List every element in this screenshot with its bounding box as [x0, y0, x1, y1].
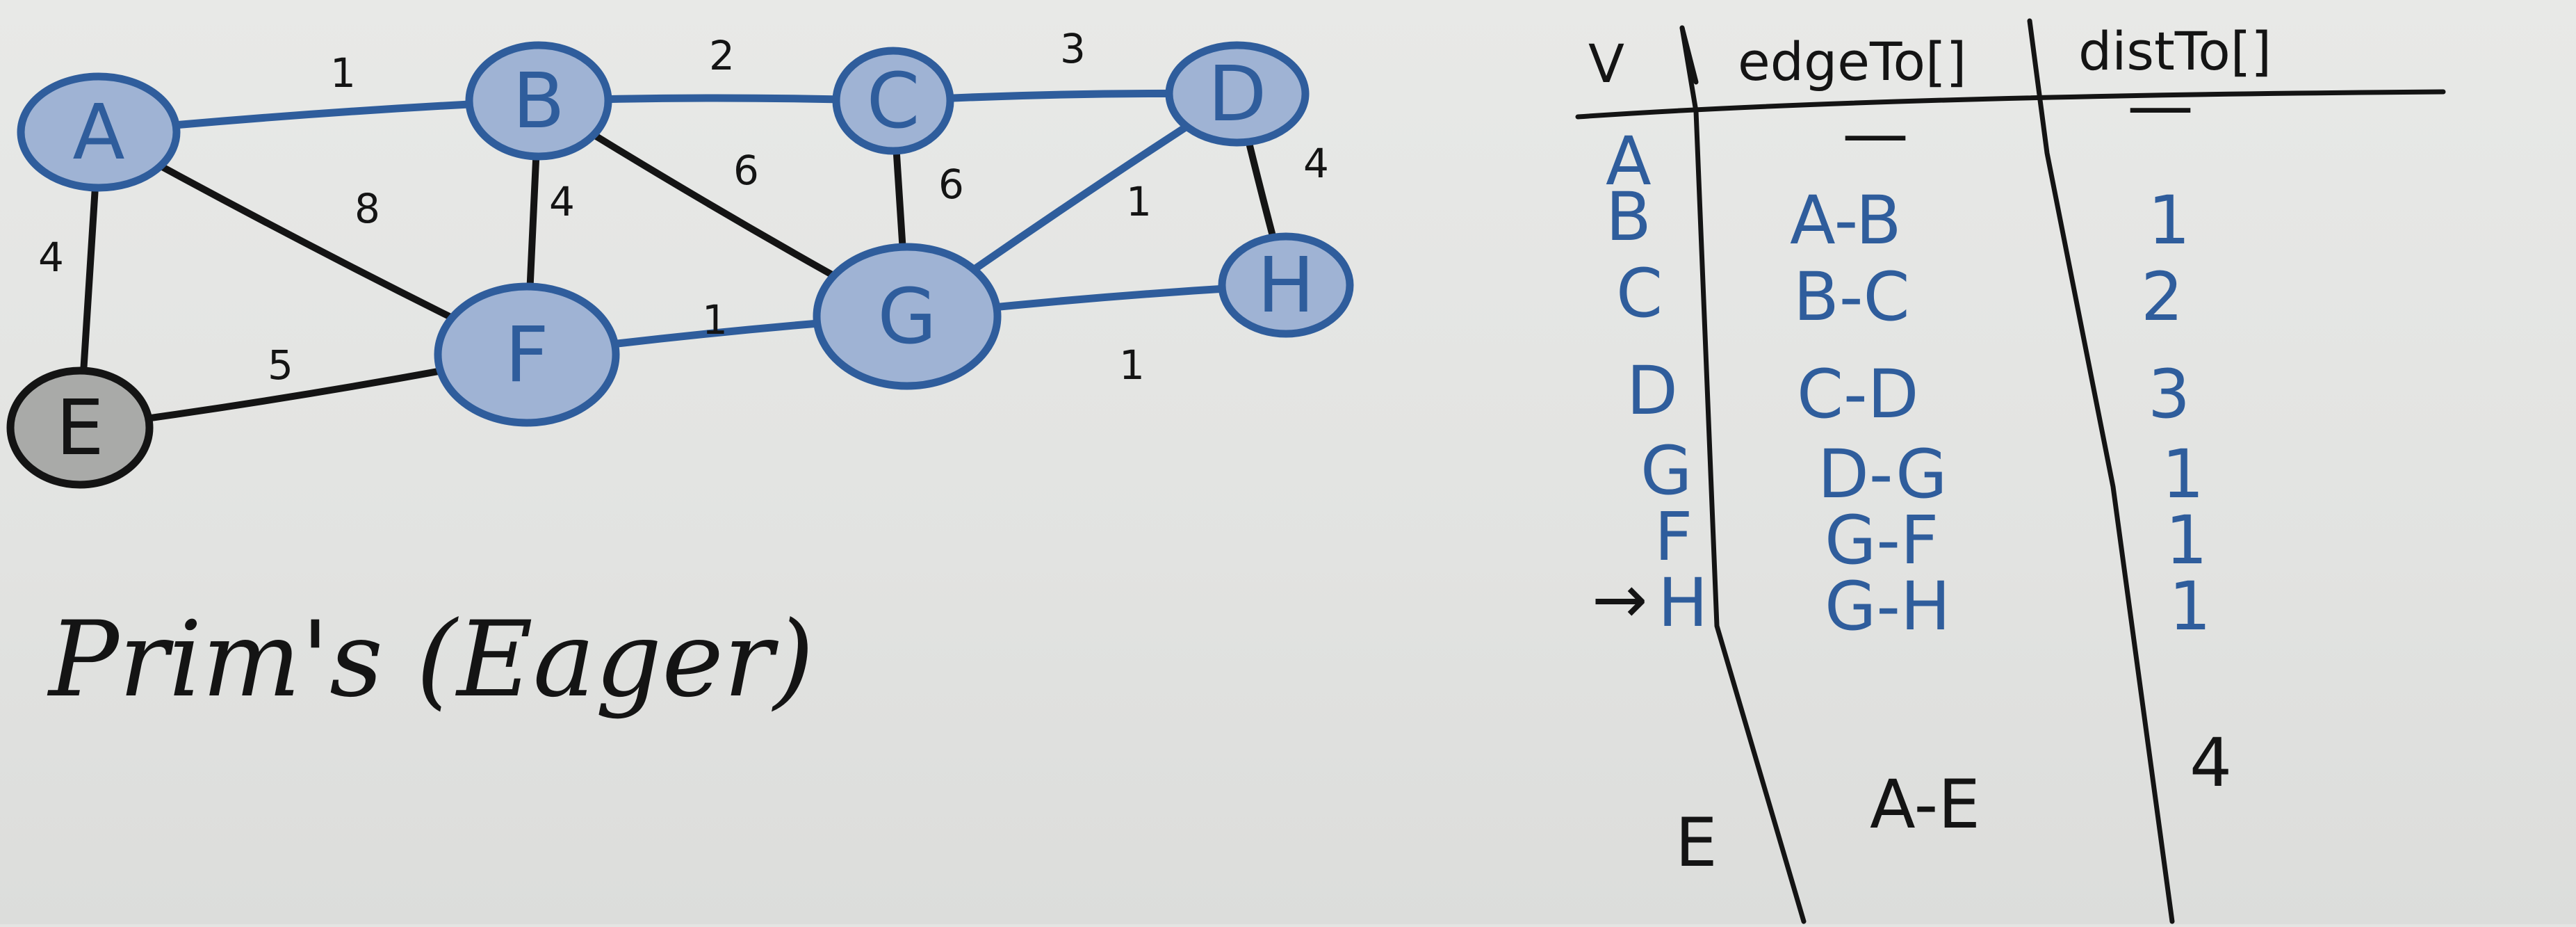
row-dist-to: 1: [2162, 435, 2204, 513]
node-circle: [813, 243, 1002, 390]
nodes-layer: A B C D E F G H: [6, 41, 1354, 489]
node-circle: [1218, 232, 1354, 338]
pending-row-v: E: [1675, 804, 1718, 882]
edge-weight-a-b: 1: [330, 49, 356, 97]
row-dist-to: 3: [2148, 355, 2190, 433]
edge-weight-c-g: 6: [938, 161, 964, 208]
edge-weight-f-g: 1: [702, 296, 728, 344]
row-v: H: [1658, 564, 1708, 642]
node-f: F: [434, 282, 620, 427]
node-circle: [434, 282, 620, 427]
table-row: G D-G 1: [1640, 432, 2204, 513]
row-v: A: [1606, 122, 1652, 200]
node-circle: [832, 47, 954, 155]
node-c: C: [832, 47, 954, 155]
node-a: A: [17, 72, 181, 192]
row-v: G: [1640, 432, 1692, 510]
pending-row-edge-to: A-E: [1870, 766, 1980, 844]
table-row: A — —: [1606, 67, 2194, 200]
table-row: C B-C 2: [1616, 255, 2183, 336]
node-circle: [465, 41, 612, 161]
header-edge-to: edgeTo[]: [1738, 31, 1966, 92]
table-header-rule: [1575, 89, 2446, 120]
node-label: A: [72, 88, 124, 177]
node-label: B: [512, 56, 564, 145]
table-header-tick: [1679, 25, 1699, 85]
edges-layer: [76, 89, 1290, 431]
pending-row-dist-to: 4: [2190, 724, 2232, 802]
table-row: →H G-H 1: [1592, 561, 2211, 645]
node-label: H: [1257, 241, 1315, 330]
table-divider-v-dist: [2027, 18, 2175, 924]
node-label: D: [1208, 49, 1267, 138]
node-d: D: [1165, 41, 1310, 147]
node-g: G: [813, 243, 1002, 390]
node-circle: [17, 72, 181, 192]
edge-weight-a-e: 4: [38, 234, 64, 281]
table-divider-v-edge: [1679, 25, 1807, 924]
table-row: F G-F 1: [1654, 498, 2208, 579]
edge-weight-e-f: 5: [268, 341, 293, 389]
row-v: D: [1627, 352, 1678, 430]
header-v: V: [1588, 33, 1624, 95]
row-v: B: [1606, 178, 1652, 256]
node-label: E: [56, 383, 104, 472]
row-edge-to: C-D: [1797, 355, 1919, 433]
diagram-title: Prim's (Eager): [47, 599, 814, 720]
row-dist-to: —: [2127, 67, 2194, 145]
row-edge-to: G-F: [1825, 501, 1939, 579]
node-circle: [1165, 41, 1310, 147]
node-e: E: [6, 366, 154, 489]
node-label: F: [505, 310, 548, 399]
edge-weight-g-h: 1: [1119, 341, 1145, 389]
row-v: C: [1616, 255, 1663, 332]
row-edge-to: A-B: [1790, 182, 1902, 259]
row-edge-to: —: [1842, 95, 1909, 172]
edge-weight-b-c: 2: [709, 32, 735, 79]
edge-weight-d-h: 4: [1303, 140, 1329, 187]
row-dist-to: 1: [2169, 567, 2211, 645]
edge-weight-d-g: 1: [1126, 178, 1152, 225]
node-b: B: [465, 41, 612, 161]
edge-weight-a-f: 8: [354, 185, 380, 232]
edge-weights-layer: 1 2 3 4 8 4 6 6 1 4 5 1 1: [38, 25, 1329, 389]
table-row: B A-B 1: [1606, 178, 2190, 259]
row-v: F: [1654, 498, 1693, 576]
row-edge-to: B-C: [1793, 258, 1910, 336]
row-dist-to: 2: [2141, 258, 2183, 336]
row-edge-to: D-G: [1818, 435, 1947, 513]
row-dist-to: 1: [2148, 182, 2190, 259]
row-dist-to: 1: [2165, 501, 2208, 579]
node-label: G: [877, 272, 936, 361]
edge-weight-b-g: 6: [733, 147, 759, 194]
header-dist-to: distTo[]: [2078, 20, 2272, 82]
table-row: D C-D 3: [1627, 352, 2190, 433]
node-circle: [6, 366, 154, 489]
row-edge-to: G-H: [1825, 567, 1950, 645]
node-h: H: [1218, 232, 1354, 338]
current-row-arrow-icon: →: [1592, 561, 1647, 638]
edge-weight-c-d: 3: [1060, 25, 1086, 72]
edge-weight-b-f: 4: [549, 178, 575, 225]
node-label: C: [867, 56, 920, 145]
